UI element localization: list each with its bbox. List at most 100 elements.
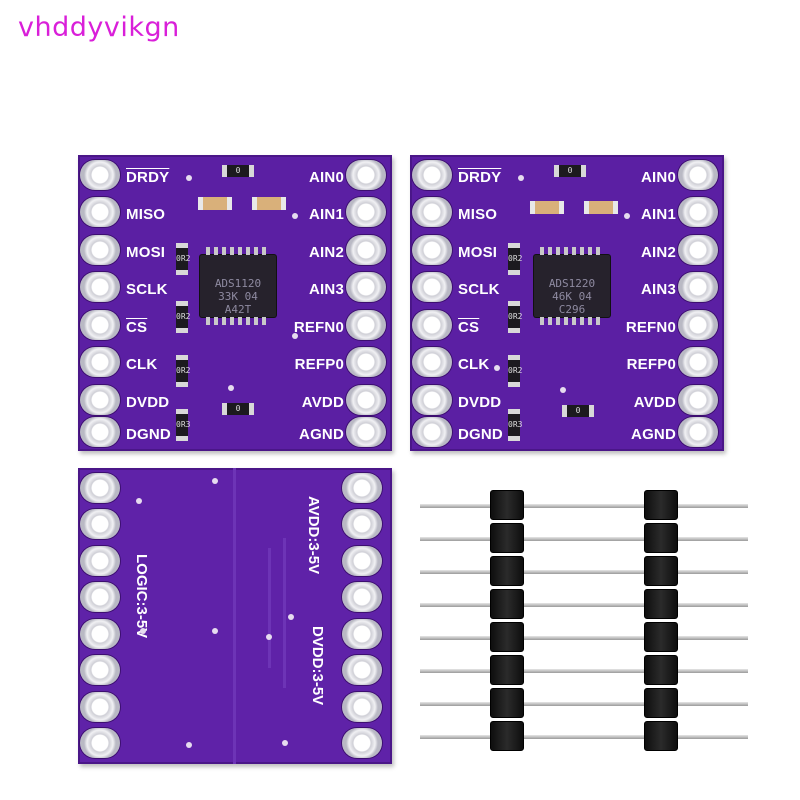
label-miso: MISO (458, 206, 498, 223)
pin-header-1 (420, 488, 594, 751)
adc-chip: ADS1120 33K 04 A42T (200, 247, 276, 325)
label-refp0: REFP0 (626, 356, 676, 373)
label-cs: CS (458, 319, 480, 336)
label-clk: CLK (126, 356, 158, 373)
pad-right-5 (346, 310, 386, 340)
pad-left-3 (80, 546, 120, 576)
pad-left-5 (412, 310, 452, 340)
label-cs: CS (126, 319, 148, 336)
chip-marking-3: A42T (224, 303, 252, 316)
resistor-1: 0R2 (176, 243, 190, 275)
label-drdy: DRDY (126, 169, 170, 186)
label-refn0: REFN0 (625, 319, 676, 336)
label-ain2: AIN2 (309, 244, 344, 261)
pad-right-1 (678, 160, 718, 190)
via (624, 213, 630, 219)
pad-left-7 (80, 385, 120, 415)
pad-right-7 (678, 385, 718, 415)
pcb-board-back: LOGIC:3-5V AVDD:3-5V DVDD:3-5V (78, 468, 392, 764)
label-mosi: MOSI (458, 244, 498, 261)
label-ain0: AIN0 (309, 169, 344, 186)
label-refn0: REFN0 (293, 319, 344, 336)
pad-right-4 (346, 272, 386, 302)
logic-voltage-label: LOGIC:3-5V (133, 554, 150, 639)
via (140, 628, 146, 634)
pad-left-2 (412, 197, 452, 227)
label-sclk: SCLK (126, 281, 168, 298)
pad-left-2 (80, 509, 120, 539)
resistor-top: 0 (554, 165, 586, 177)
pcb-trace (283, 538, 286, 688)
label-mosi: MOSI (126, 244, 166, 261)
pad-right-6 (342, 655, 382, 685)
label-agnd: AGND (631, 426, 676, 443)
label-ain3: AIN3 (641, 281, 676, 298)
pad-left-3 (80, 235, 120, 265)
pcb-board-ads1120: DRDY MISO MOSI SCLK CS CLK DVDD DGND AIN… (78, 155, 392, 451)
pad-right-7 (342, 692, 382, 722)
pad-left-1 (80, 160, 120, 190)
pad-left-6 (80, 347, 120, 377)
pad-left-1 (80, 473, 120, 503)
pcb-trace (233, 468, 236, 764)
resistor-4: 0R3 (508, 409, 522, 441)
resistor-4: 0R3 (176, 409, 190, 441)
pad-right-5 (342, 619, 382, 649)
via (518, 175, 524, 181)
pad-left-8 (80, 728, 120, 758)
resistor-3: 0R2 (176, 355, 190, 387)
label-ain3: AIN3 (309, 281, 344, 298)
pad-right-3 (346, 235, 386, 265)
avdd-voltage-label: AVDD:3-5V (305, 496, 322, 575)
via (494, 365, 500, 371)
label-dvdd: DVDD (126, 394, 170, 411)
label-dgnd: DGND (458, 426, 503, 443)
via (228, 385, 234, 391)
pad-left-4 (80, 582, 120, 612)
pad-left-5 (80, 310, 120, 340)
via (212, 478, 218, 484)
capacitor-2 (584, 201, 618, 214)
chip-marking-2: 33K 04 (218, 290, 258, 303)
pad-right-3 (678, 235, 718, 265)
pad-right-4 (342, 582, 382, 612)
adc-chip: ADS1220 46K 04 C296 (534, 247, 610, 325)
resistor-bottom: 0 (562, 405, 594, 417)
via (282, 740, 288, 746)
label-clk: CLK (458, 356, 490, 373)
pcb-board-ads1220: DRDY MISO MOSI SCLK CS CLK DVDD DGND AIN… (410, 155, 724, 451)
pad-left-6 (80, 655, 120, 685)
label-drdy: DRDY (458, 169, 502, 186)
pad-left-3 (412, 235, 452, 265)
label-dgnd: DGND (126, 426, 171, 443)
capacitor-1 (198, 197, 232, 210)
pad-right-8 (346, 417, 386, 447)
pad-left-4 (80, 272, 120, 302)
label-refp0: REFP0 (294, 356, 344, 373)
chip-marking-2: 46K 04 (552, 290, 592, 303)
watermark-text: vhddyvikgn (18, 12, 180, 43)
pad-right-6 (678, 347, 718, 377)
label-ain1: AIN1 (309, 206, 344, 223)
pad-left-8 (412, 417, 452, 447)
pad-right-7 (346, 385, 386, 415)
resistor-1: 0R2 (508, 243, 522, 275)
pad-right-1 (342, 473, 382, 503)
resistor-2: 0R2 (176, 301, 190, 333)
pad-left-1 (412, 160, 452, 190)
via (266, 634, 272, 640)
label-dvdd: DVDD (458, 394, 502, 411)
pad-right-3 (342, 546, 382, 576)
pad-right-8 (678, 417, 718, 447)
dvdd-voltage-label: DVDD:3-5V (309, 626, 326, 706)
pad-right-5 (678, 310, 718, 340)
via (288, 614, 294, 620)
label-ain2: AIN2 (641, 244, 676, 261)
pin-header-2 (574, 488, 748, 751)
via (212, 628, 218, 634)
pad-left-2 (80, 197, 120, 227)
pad-right-2 (346, 197, 386, 227)
label-avdd: AVDD (633, 394, 676, 411)
capacitor-2 (252, 197, 286, 210)
pad-right-8 (342, 728, 382, 758)
